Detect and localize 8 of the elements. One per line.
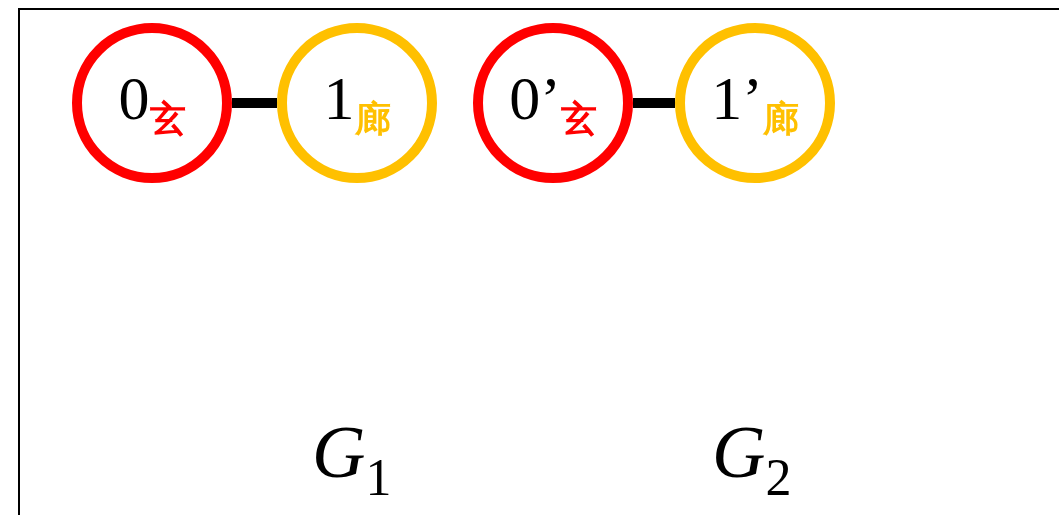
connector-line	[232, 98, 277, 108]
graph-label: G$_{1}$	[312, 410, 392, 507]
node-label: 0$_{玄}$	[118, 62, 186, 141]
connector-line	[633, 98, 675, 108]
node-label: 1’$_{廊}$	[711, 62, 799, 141]
node-label: 1$_{廊}$	[323, 62, 391, 141]
node-label: 0’$_{玄}$	[509, 62, 597, 141]
graph-label: G$_{2}$	[712, 410, 792, 507]
